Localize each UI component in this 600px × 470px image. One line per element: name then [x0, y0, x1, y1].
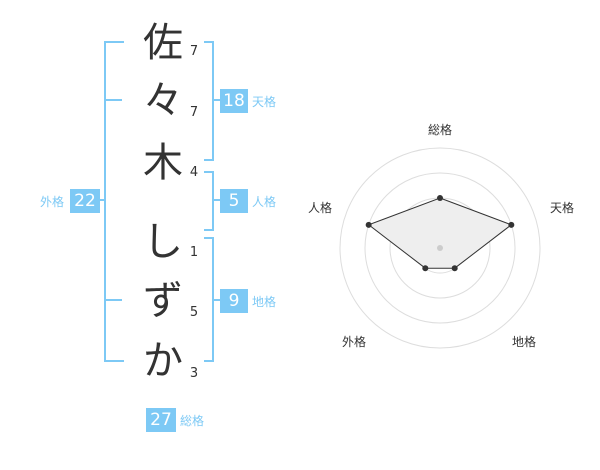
- chikaku-label: 地格: [252, 295, 277, 309]
- gaikaku-bracket: [104, 41, 124, 362]
- radar-label-tenkaku: 天格: [550, 200, 574, 215]
- radar-point-3: [451, 265, 458, 272]
- chikaku-bracket-tick: [212, 299, 222, 301]
- tenkaku-bracket-tick: [212, 99, 222, 101]
- stroke-count-5: 5: [189, 305, 199, 320]
- gaikaku-bracket-mid-tick-1: [106, 99, 122, 101]
- name-char-1: 佐: [143, 20, 183, 66]
- radar-score-polygon: [367, 197, 513, 269]
- jinkaku-label: 人格: [252, 195, 277, 209]
- soukaku-badge: 27: [146, 408, 176, 432]
- radar-label-soukaku: 総格: [428, 122, 452, 137]
- radar-point-2: [508, 221, 515, 228]
- radar-point-4: [422, 265, 429, 272]
- radar-points: [365, 195, 515, 272]
- stroke-count-6: 3: [189, 366, 199, 381]
- radar-label-chikaku: 地格: [512, 334, 536, 349]
- jinkaku-badge: 5: [220, 189, 248, 213]
- radar-ring-3: [364, 172, 516, 324]
- name-char-3: 木: [143, 140, 183, 186]
- radar-label-gaikaku: 外格: [342, 334, 366, 349]
- radar-label-jinkaku: 人格: [308, 200, 332, 215]
- name-char-6: か: [143, 338, 183, 384]
- jinkaku-bracket-tick: [212, 199, 222, 201]
- name-char-5: ず: [143, 278, 183, 324]
- jinkaku-bracket: [204, 171, 214, 231]
- radar-ring-4: [339, 147, 541, 349]
- stroke-count-2: 7: [189, 105, 199, 120]
- stroke-count-3: 4: [189, 165, 199, 180]
- soukaku-label: 総格: [180, 414, 205, 428]
- gaikaku-bracket-tick: [98, 199, 106, 201]
- gaikaku-bracket-mid-tick-2: [106, 299, 122, 301]
- fortune-radar-chart: 総格 天格 地格 外格 人格: [308, 122, 574, 349]
- tenkaku-label: 天格: [252, 95, 277, 109]
- chikaku-badge: 9: [220, 289, 248, 313]
- stroke-count-4: 1: [189, 245, 199, 260]
- radar-point-1: [437, 195, 443, 201]
- name-char-2: 々: [143, 78, 183, 124]
- name-char-4: し: [143, 219, 183, 265]
- stroke-count-1: 7: [189, 44, 199, 59]
- gaikaku-label: 外格: [40, 195, 65, 209]
- tenkaku-badge: 18: [220, 89, 248, 113]
- radar-center-dot: [437, 245, 443, 251]
- tenkaku-bracket: [204, 41, 214, 161]
- radar-point-5: [365, 221, 372, 228]
- gaikaku-badge: 22: [70, 189, 100, 213]
